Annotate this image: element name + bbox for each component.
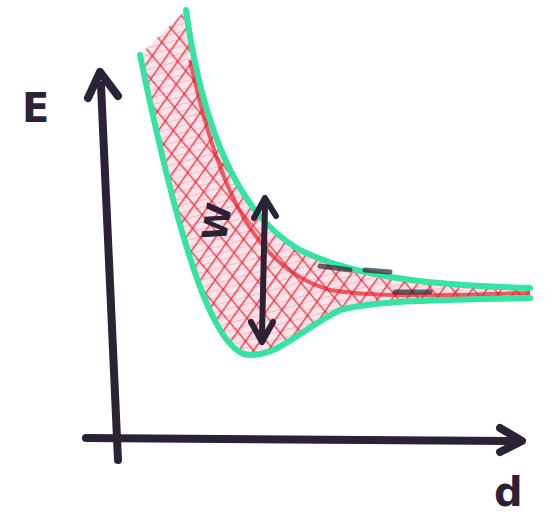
x-axis-label: d (494, 472, 523, 512)
curve-marks (320, 266, 430, 292)
y-axis (101, 85, 118, 460)
arrowhead-bottom (251, 322, 273, 342)
x-axis (86, 438, 515, 441)
work-label: W (197, 201, 237, 244)
y-axis-label: E (22, 88, 49, 128)
y-axis-arrowhead (88, 72, 118, 98)
arrowhead-top (254, 198, 276, 218)
double-arrow (262, 205, 265, 335)
lower-curve (140, 55, 530, 355)
upper-curve (186, 10, 530, 288)
x-axis-arrowhead (500, 428, 522, 452)
